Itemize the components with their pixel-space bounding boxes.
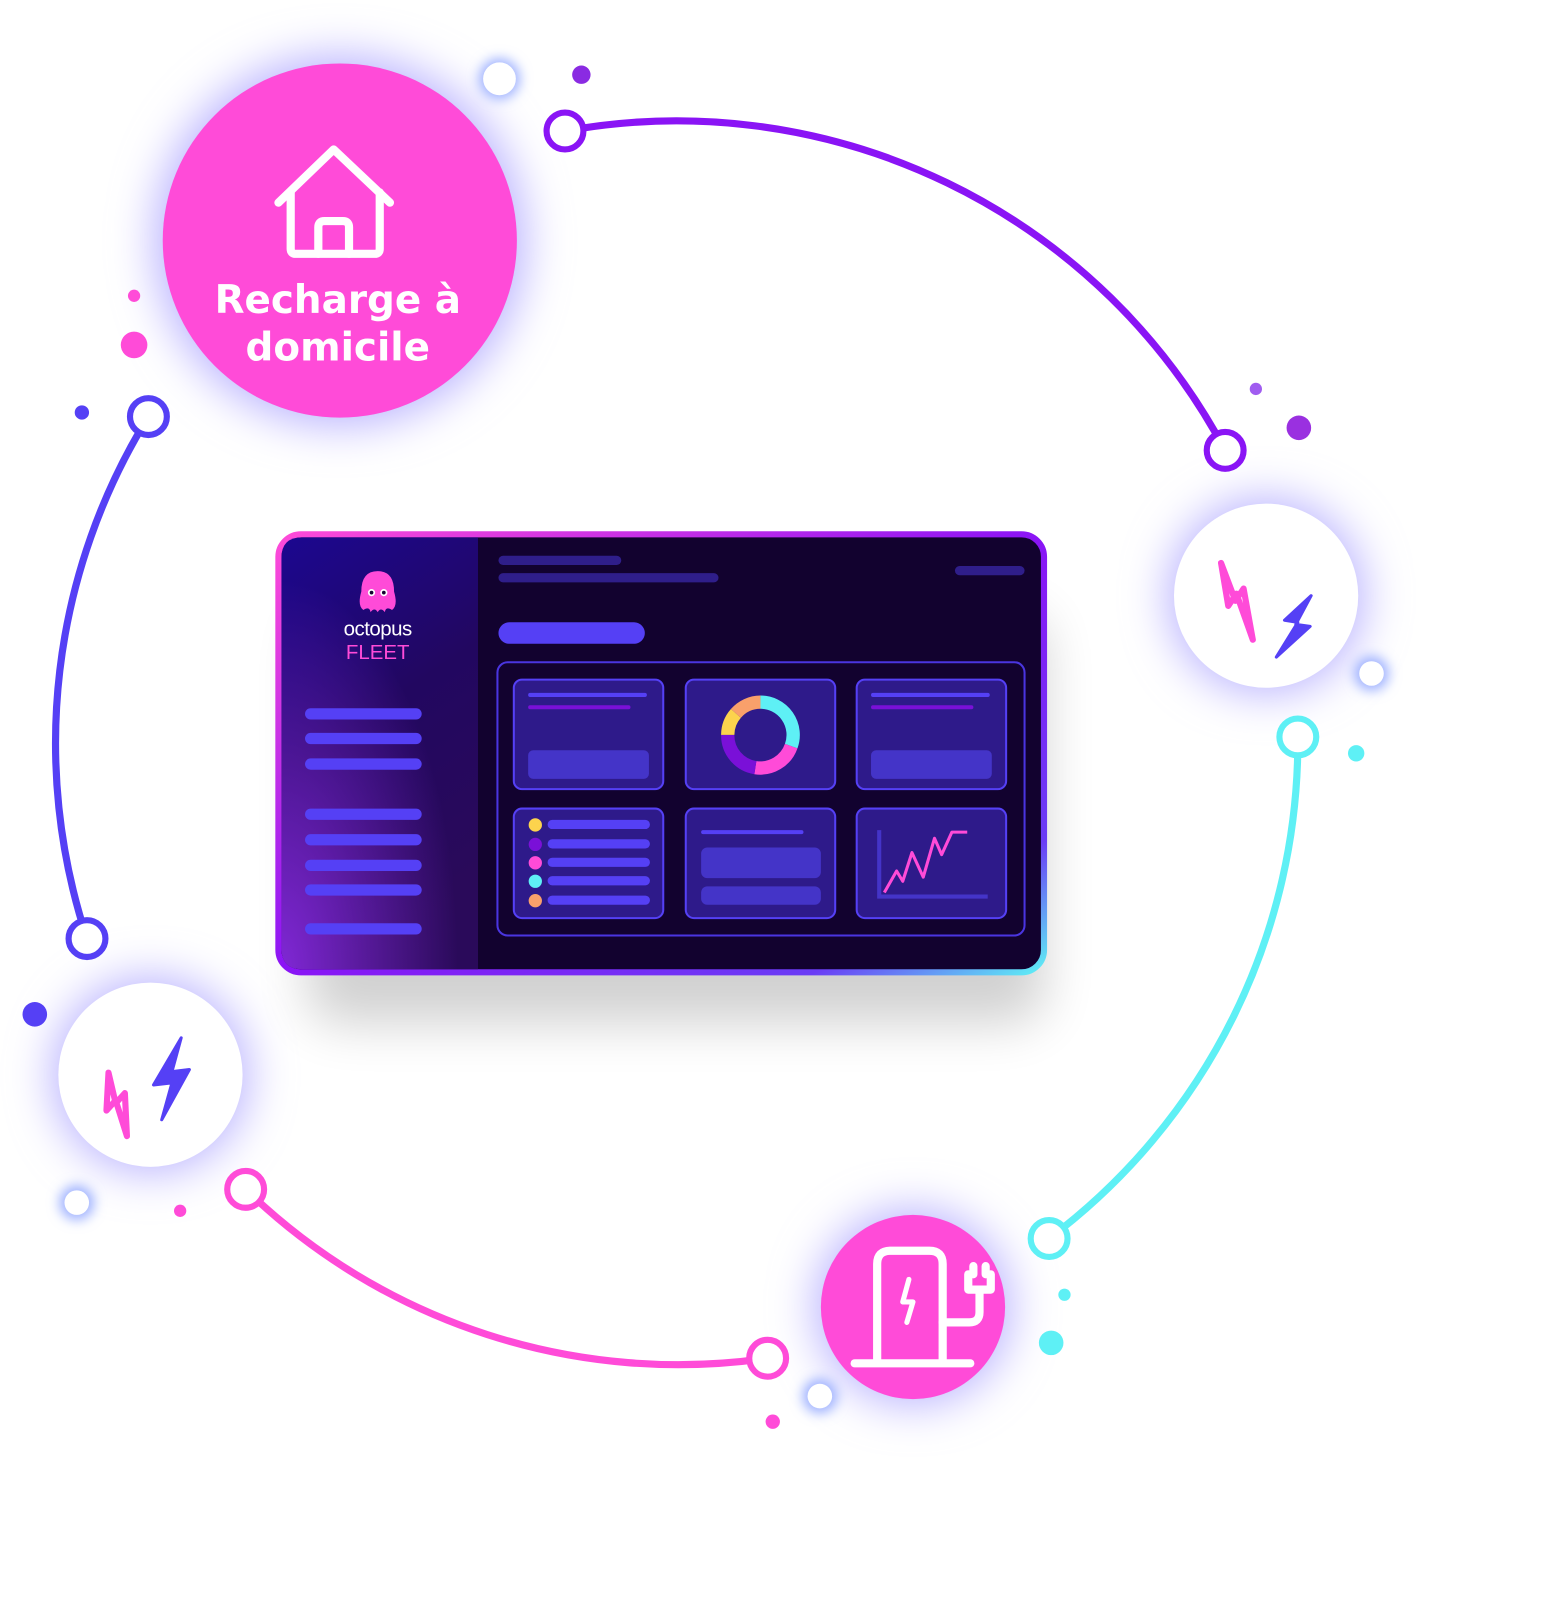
sidebar-item[interactable] [305,732,422,745]
arc-node [1027,1216,1071,1260]
card-placeholders [528,692,992,905]
arc-purple [561,117,1229,454]
energy-badge-left [58,982,243,1167]
arc-node [1276,715,1320,759]
connection-ring [51,117,1302,1369]
arc-node [65,917,109,961]
arc-node [126,395,170,439]
sidebar-item[interactable] [305,859,422,872]
arc-node [1203,428,1247,472]
house-icon [274,145,395,258]
sidebar-item[interactable] [305,923,422,935]
line-chart-icon [877,830,988,899]
decorative-dots [22,58,1389,1429]
arc-cyan [1045,733,1302,1243]
legend-list [528,818,650,908]
logo-fleet: FLEET [346,641,410,664]
lightning-icon [103,1069,130,1140]
sidebar-item[interactable] [305,834,422,846]
lightning-icon [151,1036,191,1122]
header-placeholders [498,555,1025,583]
primary-button[interactable] [498,622,645,644]
charger-badge [820,1214,1006,1400]
sidebar-item[interactable] [305,758,422,770]
home-charging-badge: Recharge à domicile [162,63,517,418]
sidebar-item[interactable] [305,708,422,720]
sidebar-nav [305,708,422,935]
widgets-panel [496,661,1026,937]
card[interactable] [684,678,837,791]
lightning-icon [1217,559,1256,643]
arc-pink [242,1185,772,1369]
fleet-dashboard: octopus FLEET [275,531,1048,976]
home-badge-line1: Recharge à [215,278,461,323]
arc-node [543,109,587,153]
ev-charger-icon [850,1246,995,1368]
octopus-icon [359,571,396,613]
home-badge-line2: domicile [246,325,430,370]
energy-badge-right [1173,503,1359,688]
arc-blue [51,412,152,943]
lightning-icon [1274,594,1313,659]
arc-nodes [65,109,1320,1380]
logo-octopus: octopus [344,618,412,641]
sidebar-item[interactable] [305,884,422,896]
arc-node [224,1167,268,1211]
card[interactable] [855,807,1008,920]
donut-chart-icon [721,695,800,775]
arc-node [746,1336,790,1380]
sidebar-item[interactable] [305,808,422,820]
